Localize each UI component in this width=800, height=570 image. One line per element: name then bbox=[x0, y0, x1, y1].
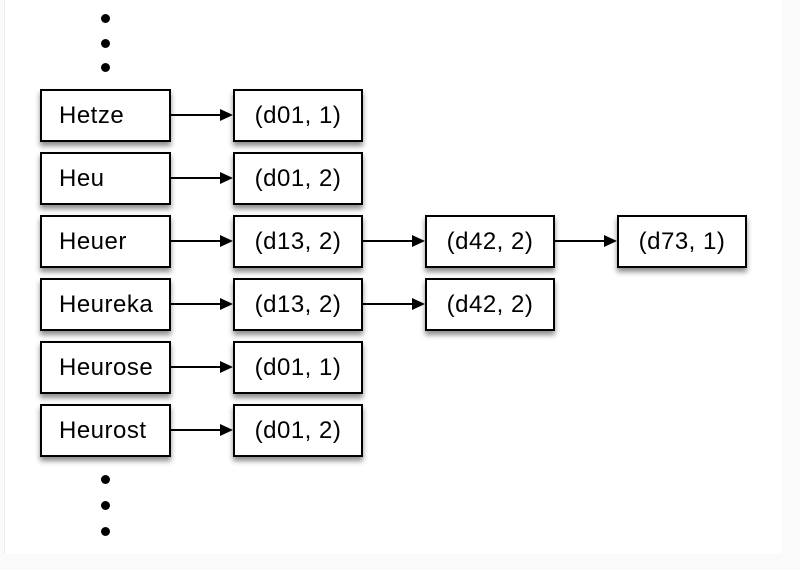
term-node: Heurost bbox=[40, 404, 171, 457]
term-node: Hetze bbox=[40, 89, 171, 142]
posting-node: (d01, 2) bbox=[233, 404, 363, 457]
arrow bbox=[171, 109, 233, 122]
arrow-line bbox=[171, 429, 221, 431]
arrow-head-icon bbox=[220, 172, 233, 184]
term-node: Heureka bbox=[40, 278, 171, 331]
arrow bbox=[171, 235, 233, 248]
arrow bbox=[555, 235, 617, 248]
term-node: Heuer bbox=[40, 215, 171, 268]
arrow bbox=[363, 298, 425, 311]
arrow bbox=[171, 298, 233, 311]
arrow-line bbox=[363, 240, 413, 242]
arrow-line bbox=[171, 366, 221, 368]
arrow-line bbox=[555, 240, 605, 242]
arrow-head-icon bbox=[220, 235, 233, 247]
posting-node: (d13, 2) bbox=[233, 278, 363, 331]
term-node: Heurose bbox=[40, 341, 171, 394]
term-node: Heu bbox=[40, 152, 171, 205]
ellipsis-dot-top bbox=[101, 13, 110, 23]
arrow-line bbox=[363, 303, 413, 305]
arrow bbox=[171, 424, 233, 437]
arrow-head-icon bbox=[604, 235, 617, 247]
ellipsis-dot-top bbox=[101, 62, 110, 72]
arrow-line bbox=[171, 240, 221, 242]
ellipsis-dot-bottom bbox=[101, 526, 110, 536]
arrow bbox=[171, 361, 233, 374]
ellipsis-dot-bottom bbox=[101, 500, 110, 510]
ellipsis-dot-bottom bbox=[101, 474, 110, 484]
ellipsis-dot-top bbox=[101, 38, 110, 48]
arrow-head-icon bbox=[220, 298, 233, 310]
arrow-line bbox=[171, 177, 221, 179]
arrow-head-icon bbox=[220, 361, 233, 373]
arrow-line bbox=[171, 303, 221, 305]
arrow-head-icon bbox=[220, 424, 233, 436]
arrow bbox=[171, 172, 233, 185]
posting-node: (d42, 2) bbox=[425, 278, 555, 331]
posting-node: (d01, 2) bbox=[233, 152, 363, 205]
arrow-head-icon bbox=[412, 298, 425, 310]
posting-node: (d73, 1) bbox=[617, 215, 747, 268]
posting-node: (d01, 1) bbox=[233, 341, 363, 394]
arrow-head-icon bbox=[412, 235, 425, 247]
arrow-line bbox=[171, 114, 221, 116]
arrow-head-icon bbox=[220, 109, 233, 121]
posting-node: (d42, 2) bbox=[425, 215, 555, 268]
posting-node: (d01, 1) bbox=[233, 89, 363, 142]
arrow bbox=[363, 235, 425, 248]
posting-node: (d13, 2) bbox=[233, 215, 363, 268]
